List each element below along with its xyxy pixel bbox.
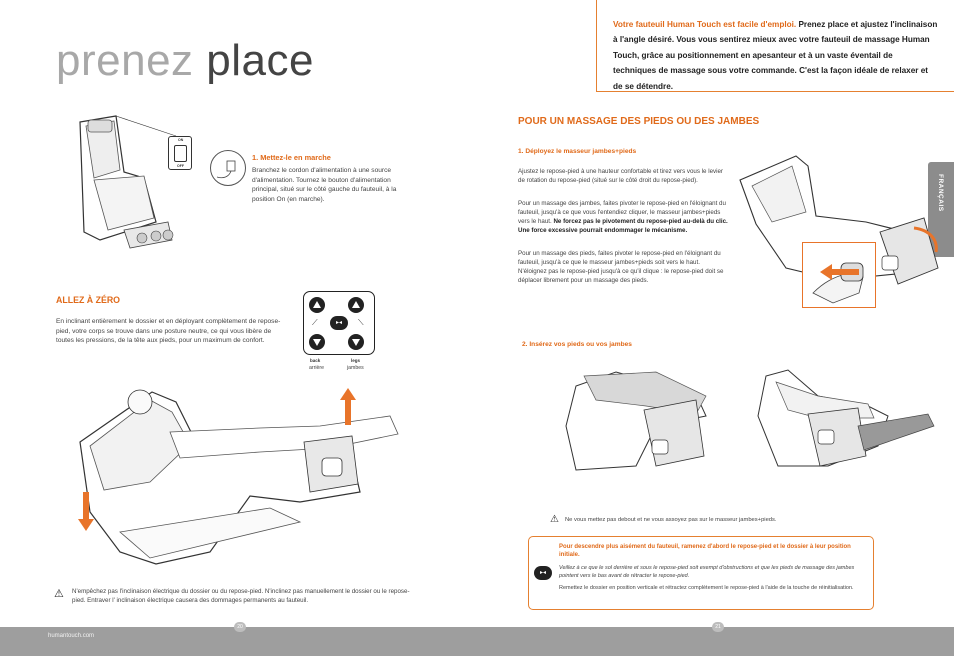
reclined-chair-illustration: [79, 389, 399, 565]
step-power-text: Branchez le cordon d'alimentation à une …: [252, 167, 397, 203]
tip-heading: Pour descendre plus aisément du fauteuil…: [559, 544, 851, 559]
legs-p2: Pour un massage des jambes, faites pivot…: [518, 200, 728, 234]
back-down-button[interactable]: [309, 334, 325, 350]
remote-legs-label: legs: [351, 358, 361, 363]
lever-detail-inset: [802, 242, 876, 308]
warning-icon-left: ⚠: [54, 588, 64, 600]
legs-up-button[interactable]: [348, 297, 364, 313]
legs-step1: 1. Déployez le masseur jambes+pieds: [518, 148, 637, 155]
reset-icon: ▸◂: [534, 566, 552, 580]
legs-p3: Pour un massage des pieds, faites pivote…: [518, 250, 724, 284]
warning-left-text: N'empêchez pas l'inclinaison électrique …: [72, 588, 410, 605]
back-down-arrow: [78, 492, 94, 532]
tip-italic: Veillez à ce que le sol derrière et sous…: [559, 564, 855, 579]
intro-lead: Votre fauteuil Human Touch est facile d'…: [613, 20, 797, 29]
page-title: prenez place: [56, 36, 314, 85]
remote-control: ▸◂ ⟋ ⟍: [303, 291, 375, 355]
zero-gravity-button[interactable]: ▸◂: [330, 316, 348, 330]
lever-arrow: [820, 264, 860, 280]
warning-icon-right: ⚠: [550, 514, 559, 525]
power-switch: ON OFF: [168, 136, 192, 170]
tip-text: Remettez le dossier en position vertical…: [559, 584, 854, 591]
switch-rocker: [174, 145, 187, 162]
legs-inserted-illustration: [565, 371, 707, 471]
language-tab[interactable]: FRANÇAIS: [928, 162, 954, 257]
back-up-button[interactable]: [309, 297, 325, 313]
legs-p1: Ajustez le repose-pied à une hauteur con…: [518, 168, 723, 184]
legs-warning-text: Ne vous mettez pas debout et ne vous ass…: [565, 517, 777, 523]
chair-illustration: [79, 115, 177, 249]
legs-heading: POUR UN MASSAGE DES PIEDS OU DES JAMBES: [518, 116, 760, 127]
plug-icon: [210, 150, 246, 186]
zero-text: En inclinant entièrement le dossier et e…: [56, 318, 281, 345]
legs-up-arrow: [340, 388, 356, 425]
recline-legs-icon: ⟍: [358, 318, 364, 327]
step-power-heading: 1. Mettez-le en marche: [252, 153, 331, 162]
remote-back-label: back: [310, 358, 321, 363]
footer-bar: [0, 627, 954, 656]
feet-inserted-illustration: [757, 369, 935, 467]
tip-box: Pour descendre plus aisément du fauteuil…: [528, 536, 874, 610]
legs-step2: 2. Insérez vos pieds ou vos jambes: [522, 341, 632, 348]
label-back: arrière: [309, 365, 324, 371]
intro-box: Votre fauteuil Human Touch est facile d'…: [596, 0, 954, 92]
recline-back-icon: ⟋: [312, 318, 318, 327]
intro-text: Prenez place et ajustez l'inclinaison à …: [613, 20, 938, 91]
page-number-right: 21: [712, 622, 724, 632]
zero-heading: ALLEZ À ZÉRO: [56, 295, 121, 305]
legs-down-button[interactable]: [348, 334, 364, 350]
page-number-left: 20: [234, 622, 246, 632]
footer-link[interactable]: humantouch.com: [48, 633, 95, 639]
label-legs: jambes: [347, 365, 364, 371]
